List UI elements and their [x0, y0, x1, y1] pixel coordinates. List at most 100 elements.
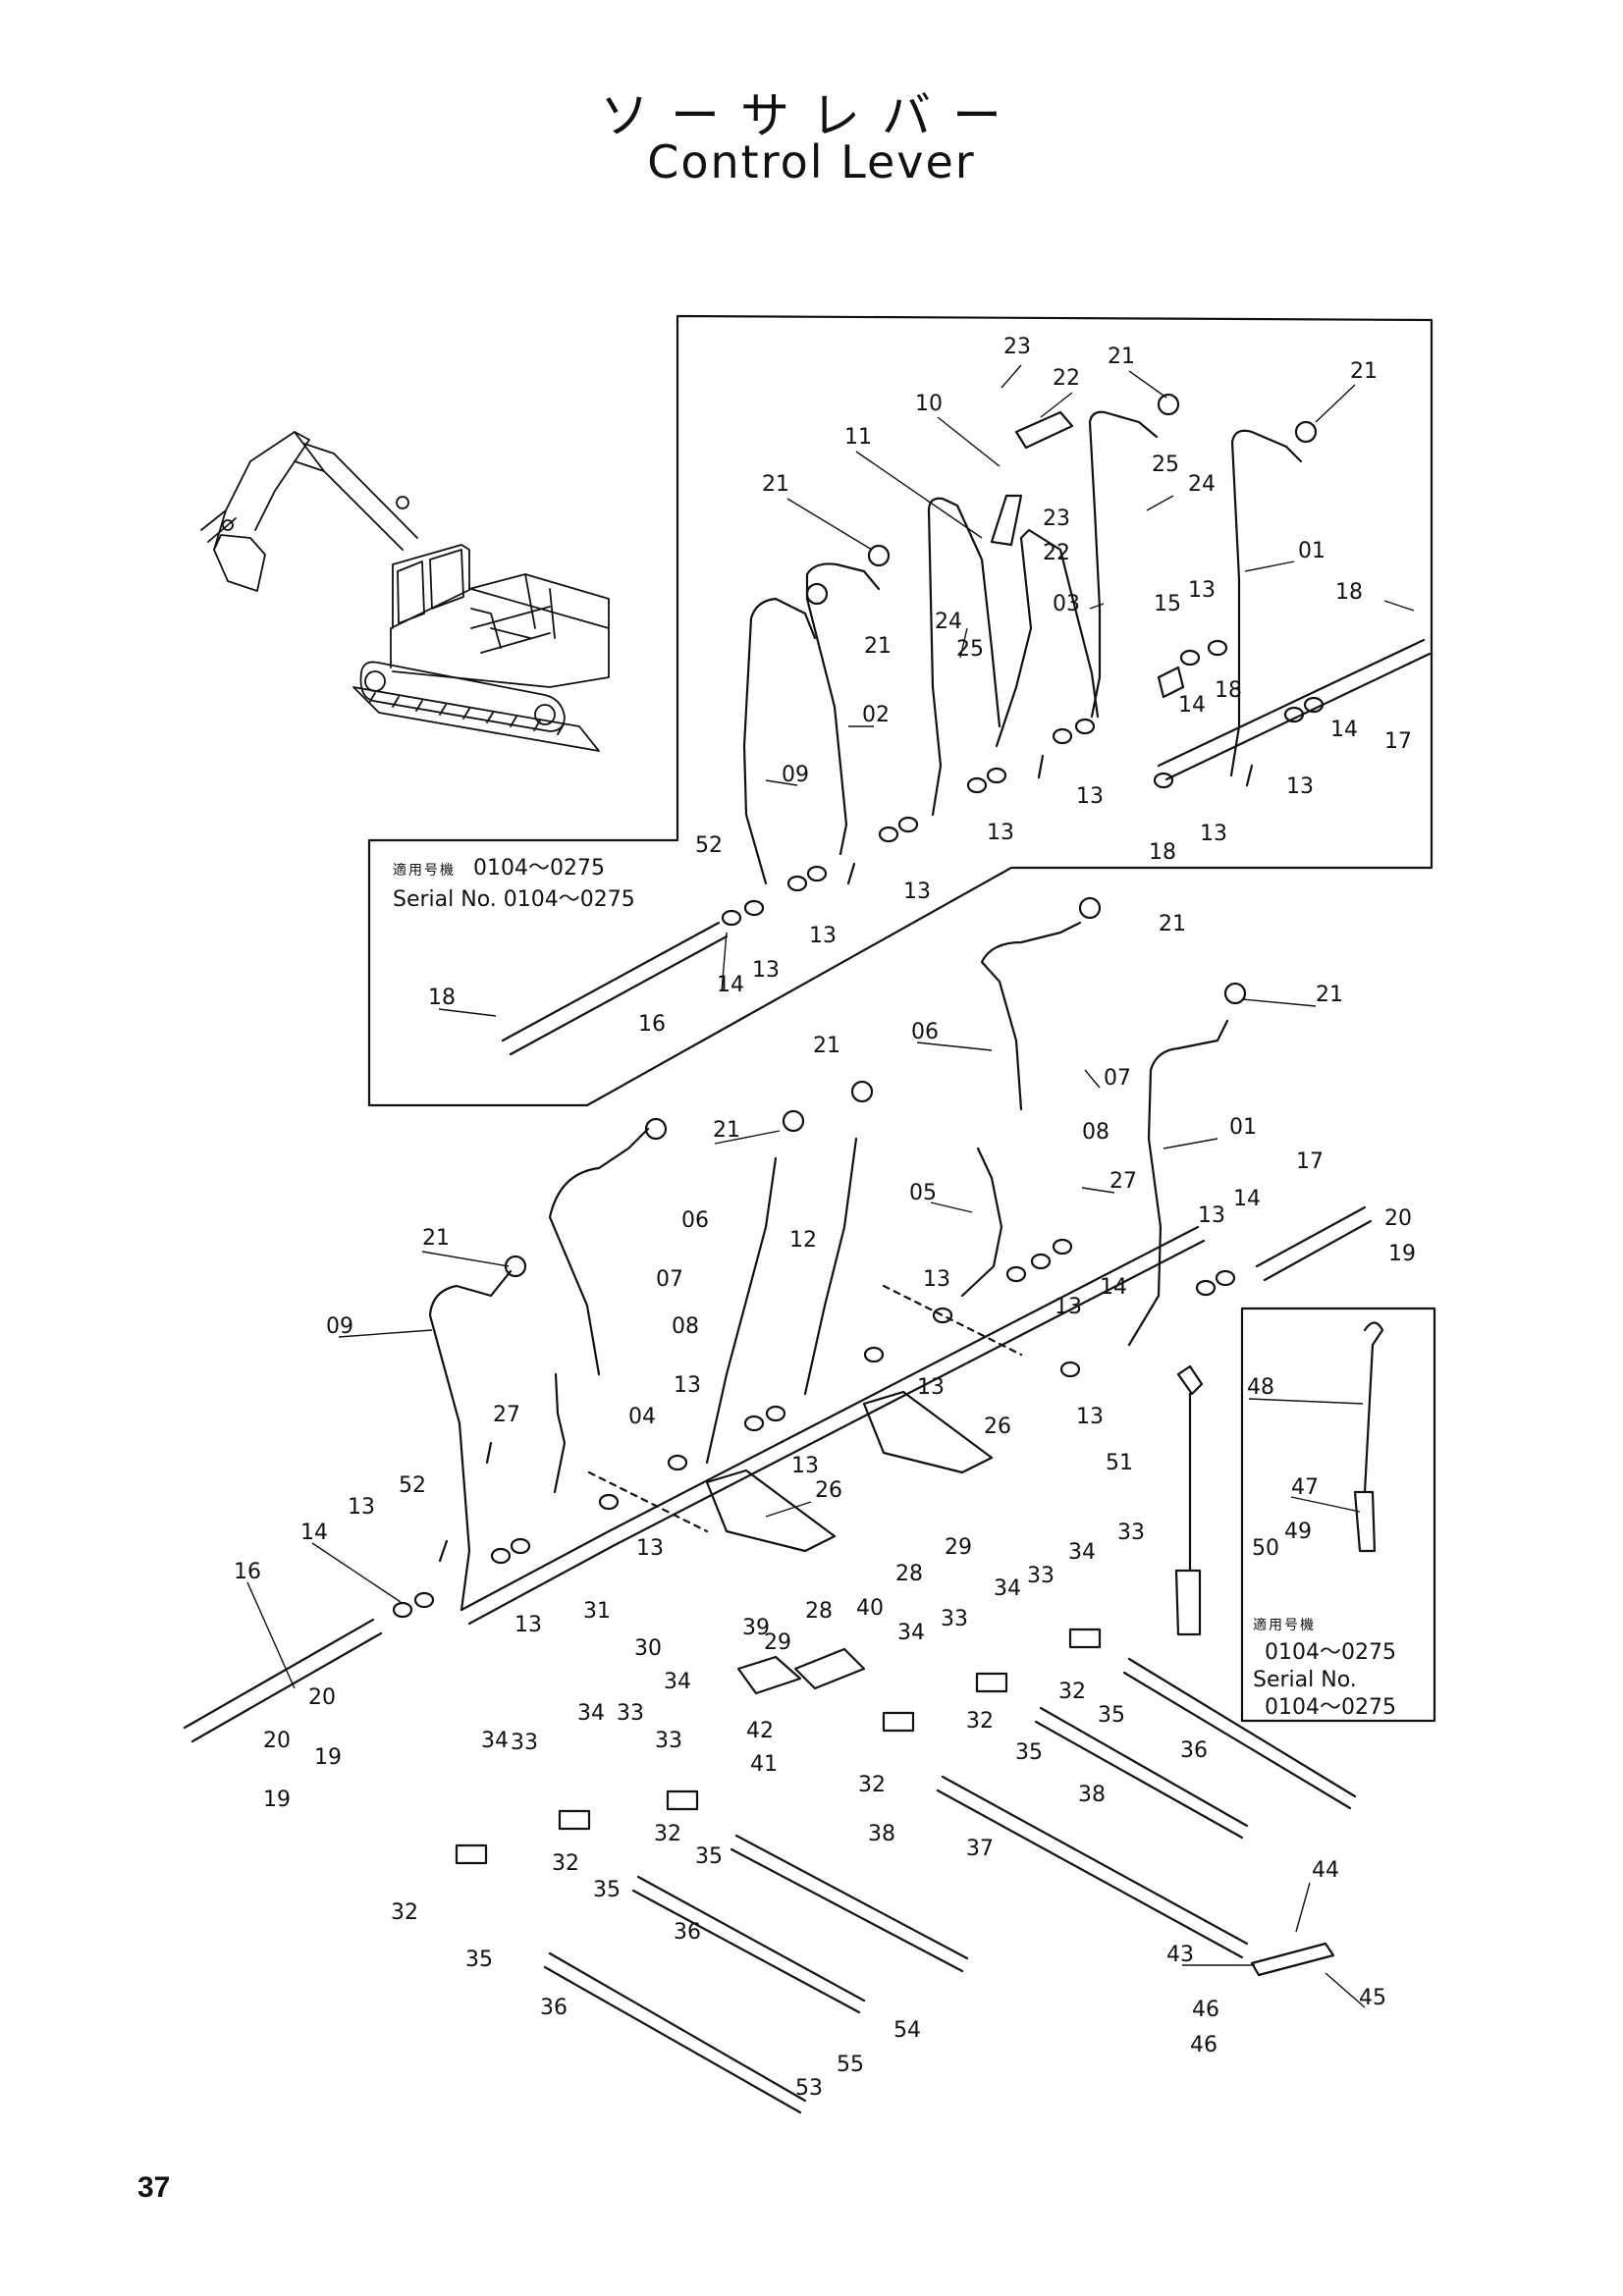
callout-32-c: 32 — [858, 1773, 886, 1797]
callout-13-b: 13 — [1286, 774, 1314, 799]
callout-14-b: 14 — [1330, 718, 1358, 742]
callout-34-c: 34 — [897, 1621, 925, 1645]
callout-35-b: 35 — [1015, 1740, 1043, 1765]
applicable-range-right: 0104～0275 — [1265, 1640, 1396, 1665]
callout-29-a: 29 — [945, 1535, 972, 1560]
callout-16-main: 16 — [234, 1560, 261, 1584]
callout-33-f: 33 — [655, 1729, 682, 1753]
callout-35-a: 35 — [1098, 1703, 1125, 1728]
callout-54: 54 — [893, 2018, 921, 2043]
callout-21-a: 21 — [1108, 345, 1135, 369]
applicable-label-upper: 適用号機 — [393, 863, 456, 879]
callout-31: 31 — [583, 1599, 611, 1624]
callout-25-a: 25 — [1152, 453, 1179, 477]
callout-22-top: 22 — [1053, 366, 1080, 391]
callout-03: 03 — [1053, 592, 1080, 616]
callout-16-upper: 16 — [638, 1012, 666, 1037]
callout-53: 53 — [795, 2076, 823, 2101]
callout-19-b: 19 — [314, 1745, 342, 1770]
callout-46-b: 46 — [1190, 2033, 1217, 2057]
callout-37: 37 — [966, 1837, 994, 1861]
callout-13-h: 13 — [752, 958, 780, 983]
callout-07-b: 07 — [656, 1267, 683, 1292]
callout-21-h: 21 — [713, 1118, 740, 1143]
callout-02: 02 — [862, 703, 890, 727]
callout-52-main: 52 — [399, 1473, 426, 1498]
callout-09-main: 09 — [326, 1314, 353, 1339]
callout-13-c: 13 — [1076, 784, 1104, 809]
pedal-left — [705, 1468, 837, 1553]
callout-43: 43 — [1166, 1943, 1194, 1967]
upper-inset-frame — [367, 314, 1434, 1107]
callout-13-n: 13 — [1076, 1405, 1104, 1429]
callout-01-upper: 01 — [1298, 539, 1325, 563]
callout-44: 44 — [1312, 1858, 1339, 1883]
callout-21-g: 21 — [813, 1034, 840, 1058]
callout-06-b: 06 — [681, 1208, 709, 1233]
callout-34-d: 34 — [664, 1670, 691, 1694]
callout-04: 04 — [628, 1405, 656, 1429]
callout-26-b: 26 — [815, 1478, 842, 1503]
page-title-japanese: ソーサレバー — [600, 87, 1023, 144]
callout-21-i: 21 — [422, 1226, 450, 1251]
callout-13-e: 13 — [1200, 822, 1227, 846]
callout-13-i: 13 — [1198, 1203, 1225, 1228]
callout-08-b: 08 — [672, 1314, 699, 1339]
callout-20-b: 20 — [308, 1685, 336, 1710]
callout-13-a: 13 — [1188, 578, 1216, 603]
callout-32-f: 32 — [391, 1900, 418, 1925]
callout-10: 10 — [915, 392, 943, 416]
serial-range-right: 0104～0275 — [1265, 1695, 1396, 1720]
callout-33-c: 33 — [941, 1607, 968, 1631]
callout-36-c: 36 — [540, 1996, 568, 2020]
callout-13-o: 13 — [791, 1454, 819, 1478]
callout-28-b: 28 — [805, 1599, 833, 1624]
callout-13-r: 13 — [514, 1613, 542, 1637]
callout-25-b: 25 — [956, 637, 984, 662]
callout-33-d: 33 — [617, 1701, 644, 1726]
callout-13-m: 13 — [917, 1375, 945, 1400]
callout-13-j: 13 — [923, 1267, 950, 1292]
callout-13-f: 13 — [903, 880, 931, 904]
serial-label-upper: Serial No. — [393, 887, 497, 912]
callout-38-b: 38 — [868, 1822, 895, 1846]
callout-18-b: 18 — [1215, 678, 1242, 703]
callout-27-a: 27 — [1109, 1169, 1137, 1194]
callout-21-b: 21 — [1350, 359, 1378, 384]
callout-49: 49 — [1284, 1520, 1312, 1544]
callout-39: 39 — [742, 1616, 770, 1640]
callout-26-a: 26 — [984, 1415, 1011, 1439]
callout-34-b: 34 — [994, 1576, 1021, 1601]
callout-32-b: 32 — [966, 1709, 994, 1734]
callout-33-b: 33 — [1027, 1564, 1055, 1588]
callout-23-top: 23 — [1003, 335, 1031, 359]
callout-14-a: 14 — [1178, 693, 1206, 718]
callout-21-d: 21 — [864, 634, 892, 659]
callout-28-a: 28 — [895, 1562, 923, 1586]
page-number: 37 — [137, 2171, 171, 2204]
callout-32-e: 32 — [552, 1851, 579, 1876]
callout-12: 12 — [789, 1228, 817, 1253]
callout-21-e: 21 — [1159, 912, 1186, 936]
callout-18-a: 18 — [1335, 580, 1363, 605]
callout-14-d: 14 — [1233, 1187, 1261, 1211]
leader-lines — [246, 364, 1415, 2008]
callout-06-a: 06 — [911, 1020, 939, 1044]
right-inset-serial-note: 適用号機 0104～0275 Serial No. 0104～0275 — [1253, 1610, 1396, 1722]
callout-13-l: 13 — [674, 1373, 701, 1398]
callout-51: 51 — [1106, 1451, 1133, 1475]
callout-08-a: 08 — [1082, 1120, 1109, 1145]
serial-range-upper: 0104～0275 — [503, 887, 635, 912]
callout-40: 40 — [856, 1596, 884, 1621]
callout-42: 42 — [746, 1719, 774, 1743]
callout-13-k: 13 — [1055, 1295, 1082, 1319]
callout-11: 11 — [844, 425, 872, 450]
callouts: 23 22 21 21 10 11 25 24 21 23 22 01 18 1… — [234, 335, 1416, 2101]
applicable-label-right: 適用号機 — [1253, 1618, 1316, 1633]
callout-35-c: 35 — [695, 1844, 723, 1869]
callout-14-c: 14 — [717, 973, 744, 997]
callout-50: 50 — [1252, 1536, 1279, 1561]
callout-20-c: 20 — [263, 1729, 291, 1753]
callout-27-b: 27 — [493, 1403, 520, 1427]
